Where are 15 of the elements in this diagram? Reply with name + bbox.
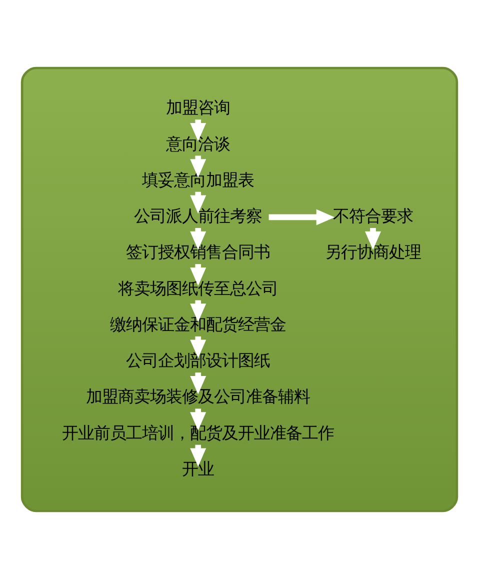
node-text: 填妥意向加盟表 xyxy=(142,170,254,190)
node-text: 公司派人前往考察 xyxy=(134,206,262,226)
node-text: 公司企划部设计图纸 xyxy=(126,351,270,370)
node-text: 加盟咨询 xyxy=(166,98,230,118)
node-text: 开业前员工培训，配货及开业准备工作 xyxy=(62,423,334,442)
node-text: 另行协商处理 xyxy=(324,242,421,262)
node-text: 加盟商卖场装修及公司准备辅料 xyxy=(86,387,310,406)
node-text: 不符合要求 xyxy=(332,206,413,226)
node-text: 将卖场图纸传至总公司 xyxy=(118,278,278,298)
node-text: 意向洽谈 xyxy=(166,134,230,154)
node-text: 签订授权销售合同书 xyxy=(126,242,270,262)
arrow xyxy=(268,209,335,226)
node-text: 缴纳保证金和配货经营金 xyxy=(110,314,286,334)
cluster xyxy=(20,66,458,512)
node-text: 开业 xyxy=(182,460,214,479)
